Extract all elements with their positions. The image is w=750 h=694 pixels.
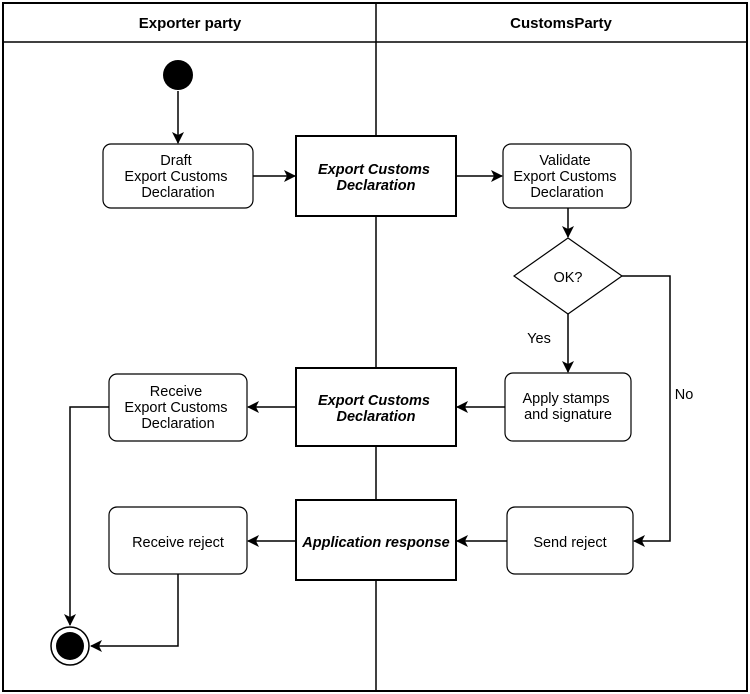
action-validate-declaration [502, 143, 632, 209]
object-application-response [295, 499, 457, 581]
edge-receive-to-final [64, 406, 109, 626]
guard-yes: Yes [527, 331, 551, 347]
decision-ok-label: OK? [553, 270, 582, 286]
final-node [56, 632, 84, 660]
object-export-declaration-2-label: Export Customs Declaration [318, 393, 434, 425]
action-send-reject-label: Send reject [533, 535, 606, 551]
edge-receivereject-to-final [90, 574, 179, 652]
object-application-response-label: Application response [301, 535, 449, 551]
action-apply-stamps-label: Apply stamps and signature [522, 391, 613, 423]
guard-no: No [675, 387, 694, 403]
lane-title-customs: CustomsParty [510, 15, 612, 32]
action-receive-reject-label: Receive reject [132, 535, 224, 551]
action-validate-label: Validate Export Customs Declaration [513, 153, 620, 201]
object-export-declaration-1-label: Export Customs Declaration [318, 162, 434, 194]
lane-title-exporter: Exporter party [139, 15, 242, 32]
action-receive-declaration-label: Receive Export Customs Declaration [124, 384, 231, 432]
edge-decision-no [622, 275, 671, 547]
action-draft-label: Draft Export Customs Declaration [124, 153, 231, 201]
initial-node [163, 60, 193, 90]
